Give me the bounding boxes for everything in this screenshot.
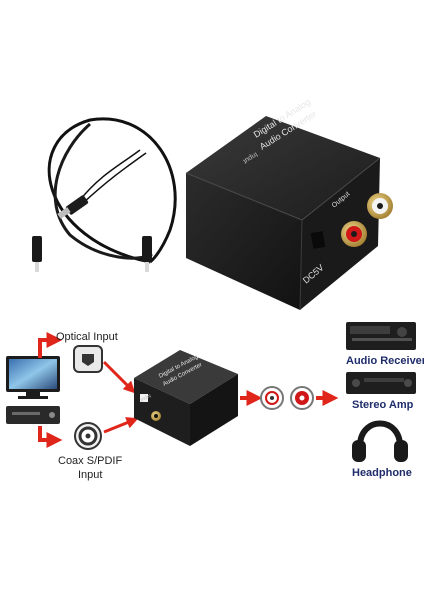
optical-cable xyxy=(32,117,177,272)
small-device-input-label: Input xyxy=(139,392,152,403)
arrow-to-optical xyxy=(38,332,63,358)
arrow-to-coax xyxy=(38,426,63,448)
converter-device xyxy=(185,116,393,311)
arrow-coax-to-device xyxy=(103,417,139,434)
rca-white-icon xyxy=(260,386,284,410)
optical-port-icon xyxy=(73,345,103,373)
arrow-optical-to-device xyxy=(102,360,136,394)
optical-input-label: Optical Input xyxy=(56,331,118,343)
tv-icon xyxy=(6,356,60,399)
coax-input-label-2: Input xyxy=(78,469,102,481)
rca-red-icon xyxy=(290,386,314,410)
output-label-headphone: Headphone xyxy=(352,467,412,479)
coax-input-label-1: Coax S/PDIF xyxy=(58,455,122,467)
output-label-audio-receiver: Audio Receiver xyxy=(346,355,424,367)
output-label-stereo-amp: Stereo Amp xyxy=(352,399,414,411)
converter-device-small xyxy=(134,350,238,446)
dvd-player-icon xyxy=(6,406,60,424)
stereo-amp-icon xyxy=(346,372,416,394)
audio-receiver-icon xyxy=(346,322,416,350)
coax-port-icon xyxy=(74,422,102,450)
headphone-icon xyxy=(352,420,408,462)
